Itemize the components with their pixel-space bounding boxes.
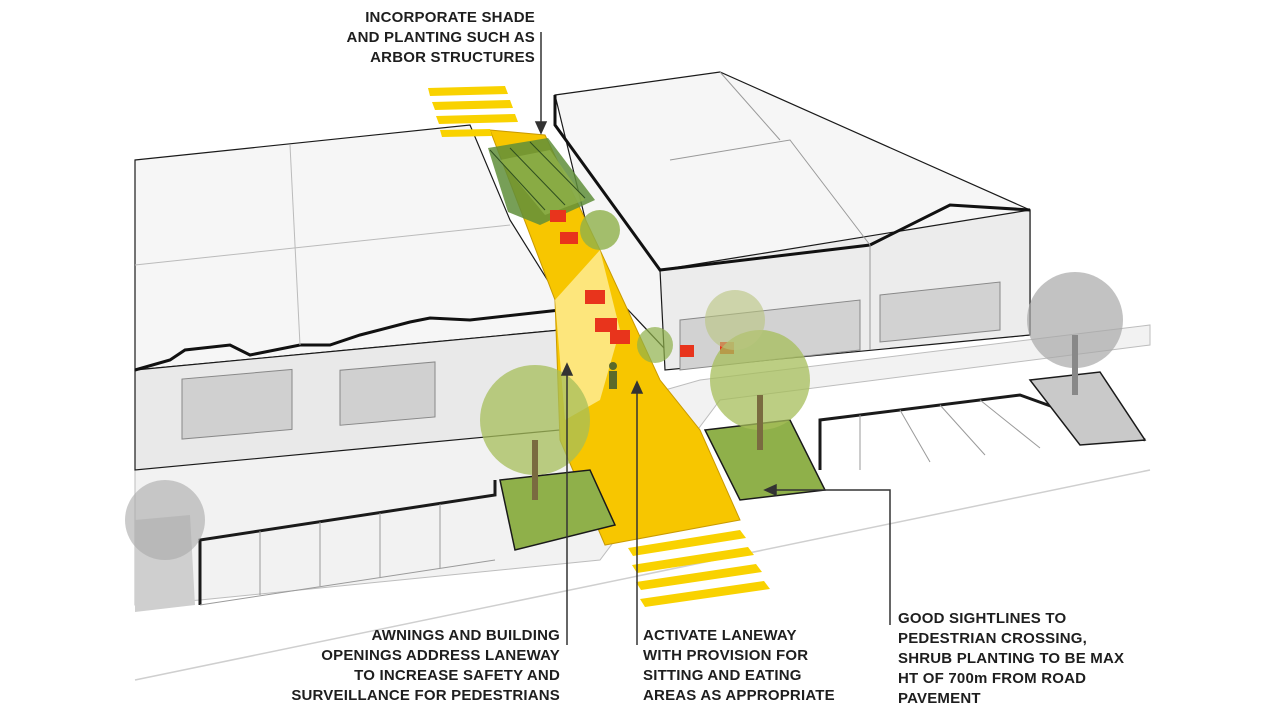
annotation-awnings: AWNINGS AND BUILDING OPENINGS ADDRESS LA…	[290, 626, 560, 706]
annotation-line: GOOD SIGHTLINES TO	[898, 610, 1067, 627]
annotation-shade-planting: INCORPORATE SHADE AND PLANTING SUCH AS A…	[330, 8, 535, 68]
annotation-line: AND PLANTING SUCH AS	[346, 29, 535, 46]
annotation-line: SURVEILLANCE FOR PEDESTRIANS	[291, 687, 560, 704]
annotation-line: HT OF 700m FROM ROAD	[898, 670, 1087, 687]
annotation-line: PEDESTRIAN CROSSING,	[898, 630, 1088, 647]
annotation-line: ARBOR STRUCTURES	[370, 49, 535, 66]
left-building	[134, 124, 561, 471]
planting-bed-left	[499, 469, 617, 551]
arbor-structure	[488, 138, 595, 225]
parking-bays-left	[198, 480, 497, 606]
annotation-line: AWNINGS AND BUILDING	[371, 627, 560, 644]
annotation-line: SHRUB PLANTING TO BE MAX	[898, 650, 1125, 667]
crossing-top	[428, 86, 518, 137]
planting-bed-far-right	[1028, 371, 1147, 446]
annotation-line: PAVEMENT	[898, 690, 981, 707]
annotation-line: INCORPORATE SHADE	[365, 9, 535, 26]
pedestrian-figure	[609, 362, 617, 389]
annotation-line: OPENINGS ADDRESS LANEWAY	[321, 647, 560, 664]
annotation-line: SITTING AND EATING	[643, 667, 802, 684]
annotation-line: WITH PROVISION FOR	[643, 647, 809, 664]
street-trees	[125, 210, 1123, 560]
leader-lines	[534, 32, 891, 645]
crossing-bottom	[628, 530, 770, 607]
annotation-line: TO INCREASE SAFETY AND	[354, 667, 560, 684]
annotation-activate-laneway: ACTIVATE LANEWAY WITH PROVISION FOR SITT…	[643, 626, 853, 706]
annotation-line: AREAS AS APPROPRIATE	[643, 687, 835, 704]
annotation-sightlines: GOOD SIGHTLINES TO PEDESTRIAN CROSSING, …	[898, 609, 1138, 709]
annotation-line: ACTIVATE LANEWAY	[643, 627, 797, 644]
